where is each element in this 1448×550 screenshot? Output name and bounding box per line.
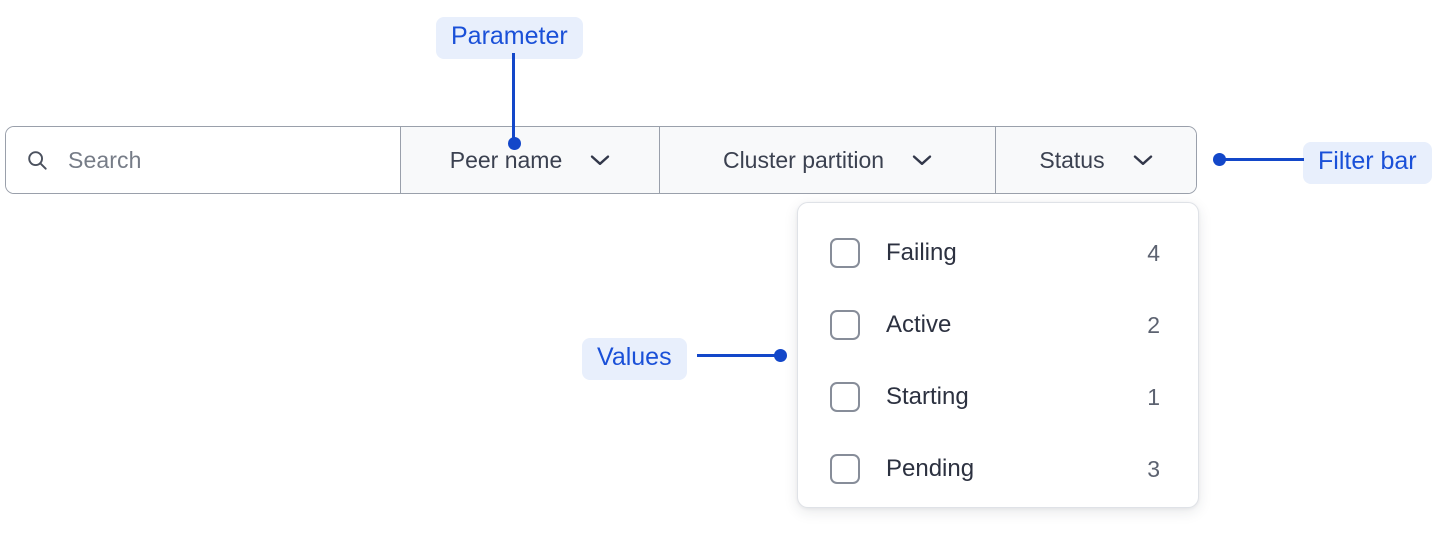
annotation-label-parameter: Parameter xyxy=(436,17,583,59)
values-dropdown-panel: Failing 4 Active 2 Starting 1 Pending 3 xyxy=(797,202,1199,508)
dropdown-item-failing-label: Failing xyxy=(886,239,957,266)
annotation-leader-line-values xyxy=(697,354,781,357)
dropdown-item-active-count: 2 xyxy=(1147,311,1160,338)
filter-button-status-label: Status xyxy=(1039,146,1105,173)
dropdown-item-failing[interactable]: Failing 4 xyxy=(798,217,1198,289)
annotation-leader-dot-filter-bar xyxy=(1213,153,1226,166)
annotation-label-values: Values xyxy=(582,338,687,380)
chevron-down-icon xyxy=(591,155,610,166)
annotation-label-filter-bar: Filter bar xyxy=(1303,142,1432,184)
checkbox-failing[interactable] xyxy=(830,238,860,268)
checkbox-pending[interactable] xyxy=(830,454,860,484)
filter-button-cluster-partition-label: Cluster partition xyxy=(722,146,885,173)
annotation-leader-dot-parameter xyxy=(508,137,521,150)
checkbox-active[interactable] xyxy=(830,310,860,340)
search-icon xyxy=(28,151,47,170)
chevron-down-icon xyxy=(912,155,932,166)
dropdown-item-pending-count: 3 xyxy=(1147,455,1160,482)
dropdown-item-starting[interactable]: Starting 1 xyxy=(798,361,1198,433)
chevron-down-icon xyxy=(1133,155,1152,166)
annotation-leader-dot-values xyxy=(774,349,787,362)
checkbox-starting[interactable] xyxy=(830,382,860,412)
search-placeholder: Search xyxy=(68,146,142,173)
dropdown-item-starting-label: Starting xyxy=(886,383,969,410)
dropdown-item-active[interactable]: Active 2 xyxy=(798,289,1198,361)
dropdown-item-pending[interactable]: Pending 3 xyxy=(798,433,1198,505)
dropdown-item-starting-count: 1 xyxy=(1147,383,1160,410)
annotation-leader-line-parameter xyxy=(512,53,515,143)
filter-button-peer-name[interactable]: Peer name xyxy=(401,127,660,193)
dropdown-item-pending-label: Pending xyxy=(886,455,975,482)
filter-button-status[interactable]: Status xyxy=(996,127,1196,193)
dropdown-item-failing-count: 4 xyxy=(1147,239,1160,266)
filter-bar[interactable]: Search Peer name Cluster partition Statu… xyxy=(5,126,1197,194)
filter-button-cluster-partition[interactable]: Cluster partition xyxy=(660,127,996,193)
annotation-leader-line-filter-bar xyxy=(1224,158,1304,161)
dropdown-item-active-label: Active xyxy=(886,311,952,338)
filter-button-peer-name-label: Peer name xyxy=(449,146,563,173)
search-field[interactable]: Search xyxy=(6,127,401,193)
